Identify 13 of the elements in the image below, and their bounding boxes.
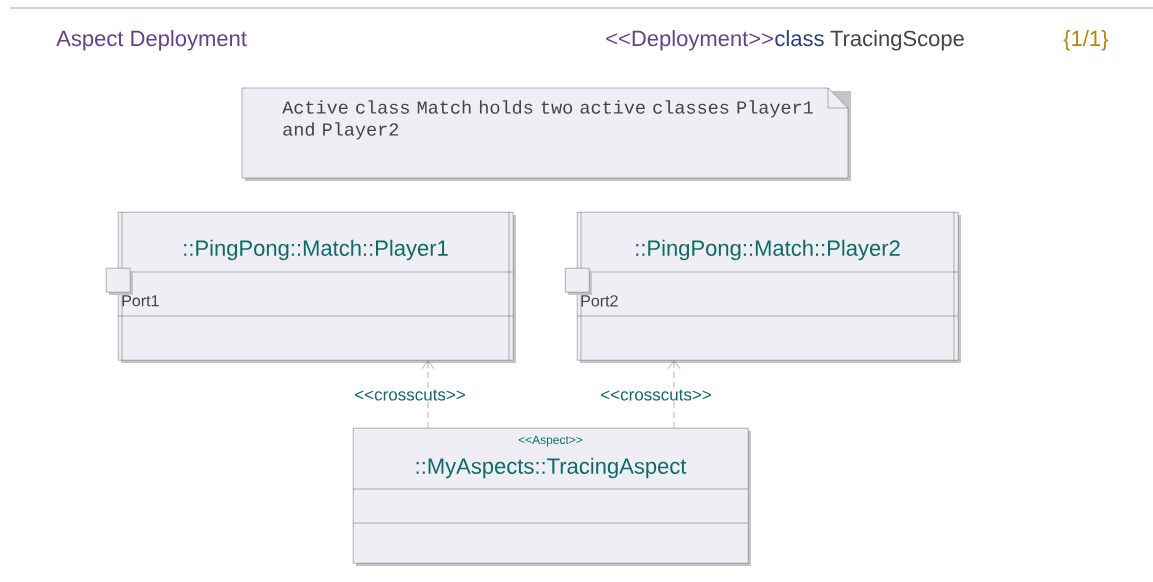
dependency-arrow (667, 360, 681, 429)
edge-label: <<crosscuts>> (599, 388, 713, 402)
port-label: Port2 (581, 295, 618, 307)
diagram-title: Aspect Deployment (56, 30, 247, 51)
edge-label: <<crosscuts>> (353, 388, 467, 402)
port-label: Port1 (122, 295, 159, 307)
keyword-label: class (775, 30, 824, 47)
stereotype-label: <<Deployment>> (606, 30, 773, 51)
note-box: Active class Match holds two active classes Player1 and Player2 (241, 87, 851, 181)
class-name-label: TracingScope (830, 30, 964, 51)
class-box: <<Aspect>> ::MyAspects::TracingAspect (352, 428, 751, 566)
dependency-arrow (421, 360, 435, 429)
page-number: {1/1} (1063, 30, 1109, 51)
